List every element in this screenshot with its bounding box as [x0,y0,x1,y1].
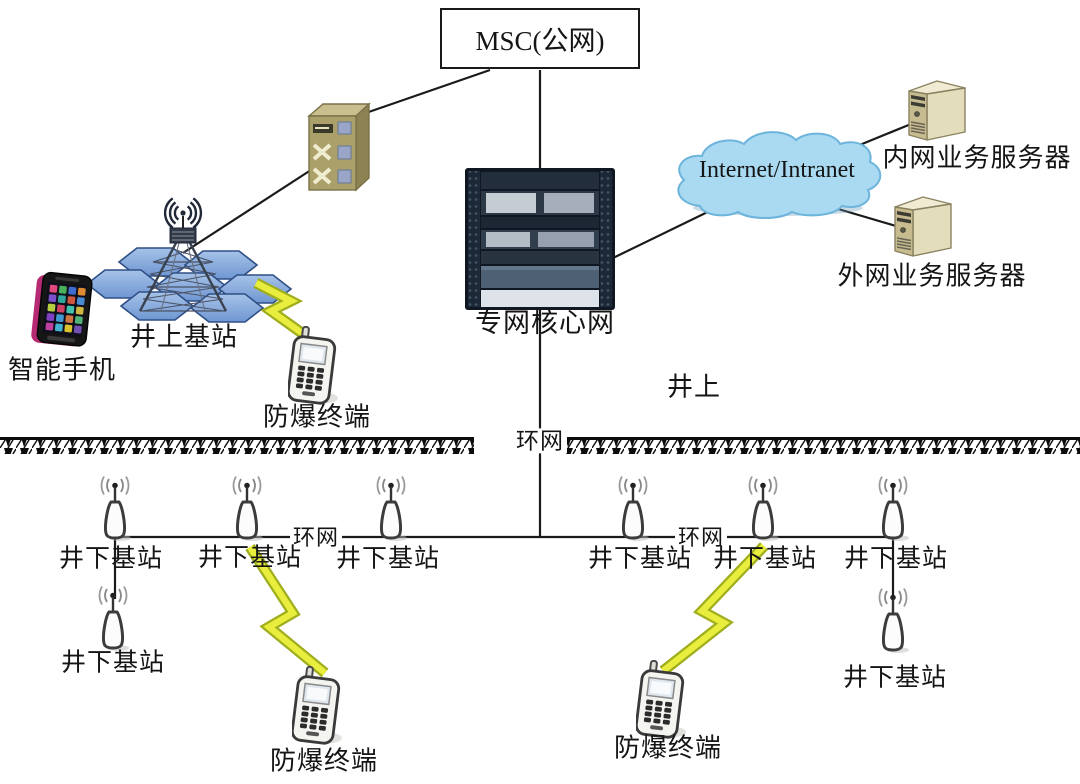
line-core-cloud [612,204,723,259]
lightning-icon [245,543,329,678]
underground-base-station-icon [98,586,131,653]
ground-surface-hatch [0,437,1080,454]
smartphone-label: 智能手机 [7,355,117,385]
internet-cloud-icon [677,131,882,219]
underground-base-station-icon [232,476,265,543]
lightning-icon [659,542,768,676]
intranet-server-label: 内网业务服务器 [882,143,1072,173]
underground-base-station-label: 井下基站 [60,649,166,677]
ring-label-surface: 环网 [513,428,567,454]
tower-lattice [138,242,228,312]
explosion-proof-phone-icon [636,660,688,740]
surface-base-station-label: 井上基站 [129,322,239,352]
intranet-server-icon [908,80,966,141]
underground-base-station-label: 井下基站 [842,664,948,692]
msc-box: MSC(公网) [440,8,640,69]
line-switch-tower [182,167,315,254]
underground-base-station-label: 井下基站 [335,545,441,573]
ring-label-left: 环网 [289,525,343,551]
line-msc-switch [359,68,491,117]
msc-label: MSC(公网) [475,26,605,56]
cloud-label: Internet/Intranet [699,156,855,183]
underground-base-station-icon [878,588,911,655]
underground-base-station-icon [618,476,651,543]
underground-base-station-label: 井下基站 [843,545,949,573]
underground-base-station-label: 井下基站 [58,545,164,573]
core-network-rack-icon [465,168,615,310]
core-network-label: 专网核心网 [475,308,615,339]
explosion-proof-phone-icon [292,666,344,746]
signal-waves-icon [163,197,203,229]
smartphone-icon [31,271,93,347]
surface-base-station-icon [85,197,293,323]
underground-base-station-icon [376,476,409,543]
underground-base-station-icon [878,476,911,543]
extranet-server-icon [894,196,952,257]
surface-zone-label: 井上 [666,372,722,402]
underground-base-station-label: 井下基站 [712,545,818,573]
surface-terminal-label: 防爆终端 [262,402,372,432]
extranet-server-label: 外网业务服务器 [837,261,1027,291]
explosion-proof-phone-icon [288,326,340,406]
lightning-icon [253,278,310,341]
underground-base-station-icon [748,476,781,543]
switch-icon [307,102,371,192]
underground-terminal-label: 防爆终端 [269,746,379,776]
underground-base-station-icon [100,476,133,543]
ring-label-right: 环网 [674,525,728,551]
underground-base-station-label: 井下基站 [587,545,693,573]
underground-base-station-label: 井下基站 [197,544,303,572]
underground-terminal-label: 防爆终端 [613,733,723,763]
